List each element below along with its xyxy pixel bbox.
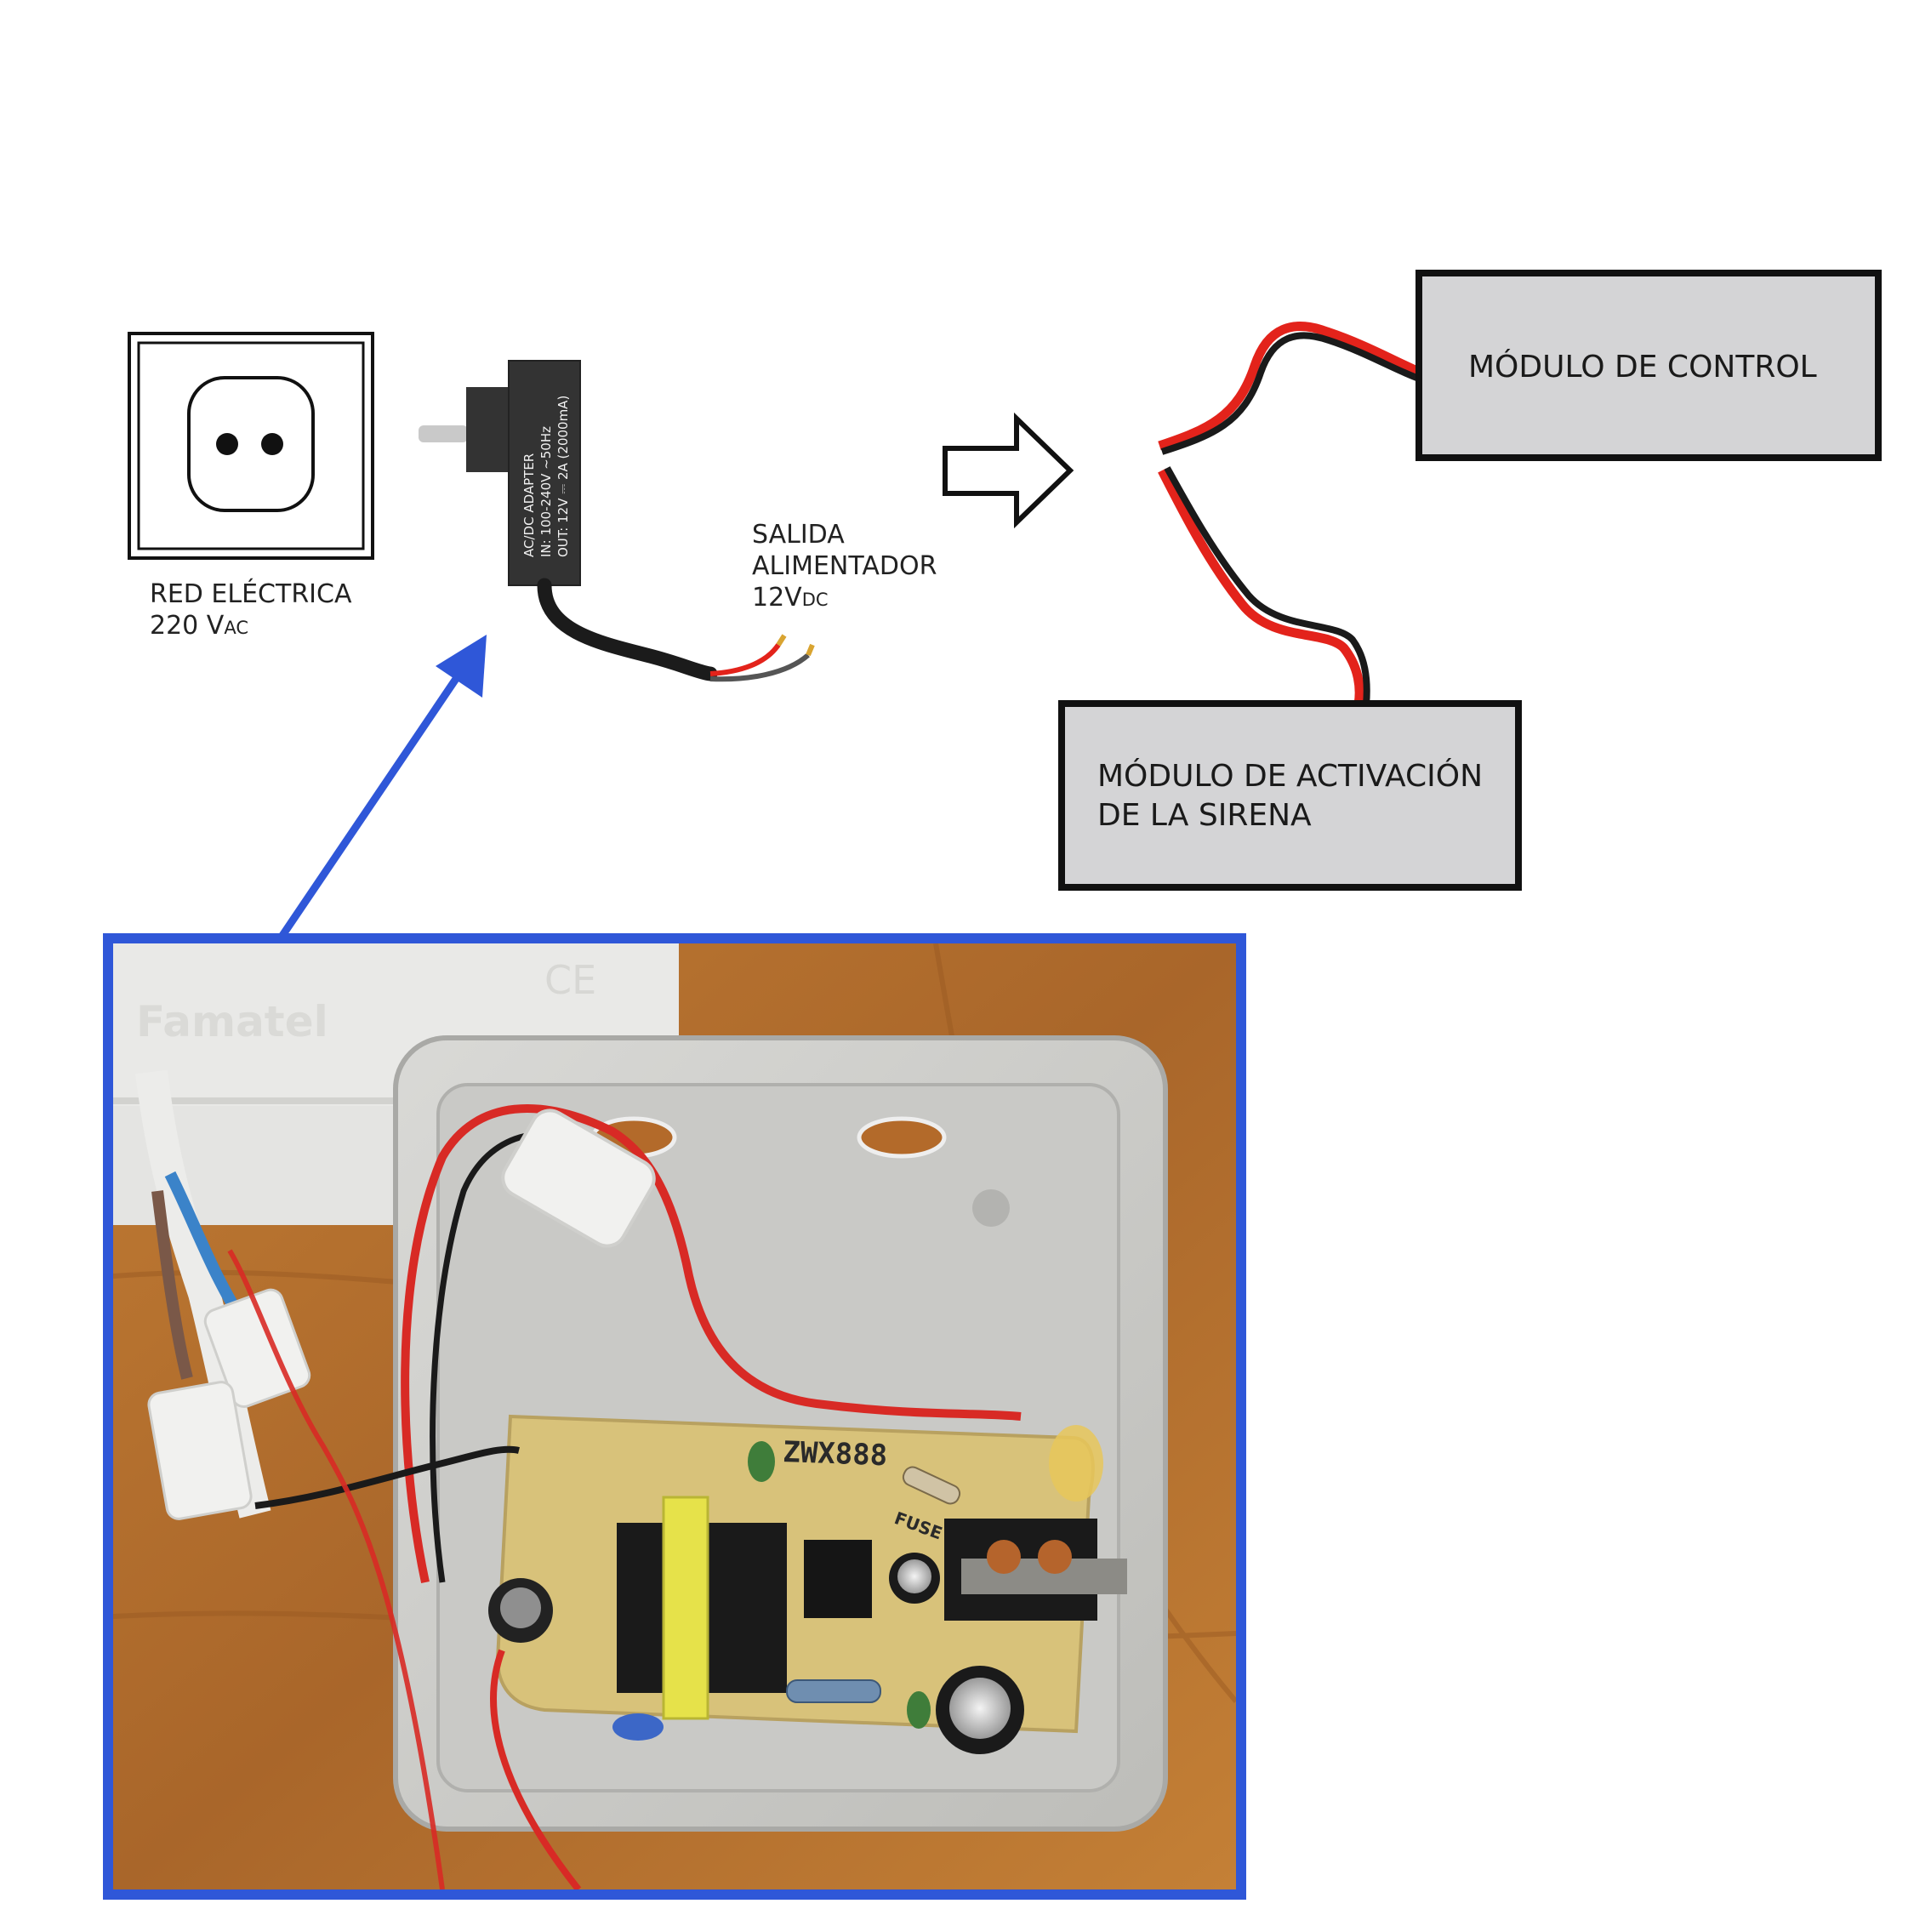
ce-mark: CE — [544, 957, 596, 1003]
ic-chip — [804, 1540, 872, 1618]
split-wire — [1158, 322, 1421, 705]
pcb-photo: Famatel CE ZWX888 FUSE — [113, 943, 1236, 1889]
output-caption: SALIDA ALIMENTADOR 12VDC — [752, 519, 937, 616]
adapter-label-line2: IN: 100-240V ~50Hz — [538, 426, 554, 557]
outlet-caption-line1: RED ELÉCTRICA — [150, 579, 352, 609]
wire-brown-mains — [151, 1190, 193, 1380]
outlet-hole-left — [216, 433, 238, 455]
outlet-voltage-unit: AC — [224, 618, 248, 638]
wire-black-mains — [254, 1445, 520, 1509]
resistor-blue — [786, 1679, 881, 1703]
fuse-resistor — [902, 1466, 961, 1505]
blue-arrow-shaft — [273, 671, 463, 947]
green-capacitor — [748, 1441, 775, 1482]
ac-dc-adapter: AC/DC ADAPTER IN: 100-240V ~50Hz OUT: 12… — [419, 360, 815, 682]
wire-to-control-black — [1160, 332, 1421, 455]
output-caption-line1: SALIDA — [752, 520, 845, 550]
output-wire-black — [709, 653, 810, 682]
wire-tip-red — [776, 634, 787, 647]
wire-to-siren-black — [1164, 466, 1370, 705]
wire-red-loop — [490, 1649, 582, 1889]
output-wire-red — [709, 643, 781, 676]
pcb-model-label: ZWX888 — [783, 1435, 888, 1473]
siren-module-label-line1: MÓDULO DE ACTIVACIÓN — [1097, 759, 1484, 794]
blue-arrow-head — [436, 635, 487, 698]
wire-tip-black — [806, 643, 815, 657]
enclosure-brand: Famatel — [136, 997, 328, 1046]
wall-outlet — [128, 332, 374, 560]
blue-pointer-arrow — [273, 635, 487, 947]
output-caption-line3: 12VDC — [752, 582, 937, 616]
y-capacitor-blue — [612, 1713, 664, 1741]
outlet-socket — [187, 376, 315, 512]
outlet-hole-right — [261, 433, 283, 455]
terminal-block-dc — [501, 1108, 656, 1248]
siren-module-box — [1058, 700, 1522, 891]
right-arrow-icon — [943, 412, 1074, 529]
output-voltage-unit: DC — [801, 590, 829, 610]
outlet-caption: RED ELÉCTRICA 220 VAC — [150, 578, 352, 644]
wire-to-siren-red — [1158, 468, 1364, 705]
photo-frame — [103, 933, 1246, 1900]
wire-to-control-red — [1158, 322, 1421, 451]
control-module-box — [1415, 270, 1882, 461]
siren-module-label: MÓDULO DE ACTIVACIÓN DE LA SIRENA — [1097, 757, 1483, 835]
adapter-output-cable — [537, 578, 718, 681]
siren-module-label-line2: DE LA SIRENA — [1097, 798, 1312, 833]
control-module-label: MÓDULO DE CONTROL — [1468, 350, 1817, 385]
adapter-plug-base — [466, 387, 510, 472]
adapter-label-line1: AC/DC ADAPTER — [521, 453, 537, 557]
transformer-winding — [662, 1496, 709, 1720]
wire-red-mains — [227, 1249, 445, 1889]
terminal-block-right — [203, 1288, 311, 1409]
box-knockout-hole-2 — [857, 1116, 947, 1159]
wire-red-dc — [401, 1103, 1022, 1584]
output-voltage: 12V — [752, 583, 802, 613]
outlet-voltage: 220 V — [150, 611, 225, 641]
terminal-block-left — [147, 1381, 253, 1520]
adapter-label-line3: OUT: 12V ⎓ 2A (2000mA) — [555, 396, 571, 557]
output-caption-line2: ALIMENTADOR — [752, 551, 937, 581]
adapter-plug-pins — [419, 425, 468, 442]
hot-glue — [1049, 1425, 1103, 1502]
outlet-caption-line2: 220 VAC — [150, 610, 352, 644]
